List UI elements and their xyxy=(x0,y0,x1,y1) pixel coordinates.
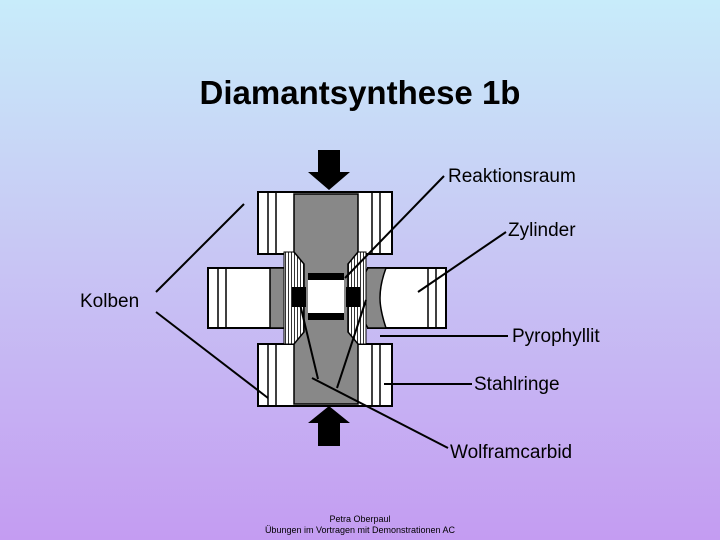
leader-wolframcarbid xyxy=(311,377,449,449)
footer: Petra Oberpaul Übungen im Vortragen mit … xyxy=(240,514,480,536)
label-reaktionsraum: Reaktionsraum xyxy=(448,166,576,187)
leader-zylinder xyxy=(417,231,507,293)
top-force-arrow xyxy=(308,150,350,190)
footer-course: Übungen im Vortragen mit Demonstrationen… xyxy=(264,525,456,535)
leader-kolben-upper xyxy=(155,203,245,293)
right-steel-ring xyxy=(361,267,447,329)
slide-title: Diamantsynthese 1b xyxy=(199,74,521,111)
label-pyrophyllit: Pyrophyllit xyxy=(512,326,600,347)
leader-reaktionsraum xyxy=(344,175,445,279)
bottom-force-arrow xyxy=(308,406,350,446)
label-zylinder: Zylinder xyxy=(508,220,576,241)
leader-core-a xyxy=(336,299,367,389)
footer-author: Petra Oberpaul xyxy=(329,514,391,524)
label-kolben: Kolben xyxy=(80,291,140,312)
leader-core-b xyxy=(299,303,319,380)
reaction-chamber xyxy=(292,273,360,320)
label-wolframcarbid: Wolframcarbid xyxy=(450,442,573,463)
label-stahlringe: Stahlringe xyxy=(474,374,560,395)
leader-kolben-lower xyxy=(155,311,269,399)
